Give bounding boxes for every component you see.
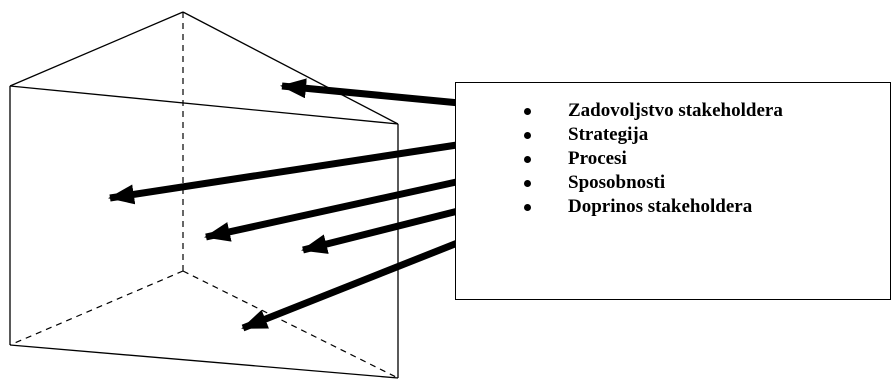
legend-item: Procesi — [456, 147, 890, 171]
arrow-procesi — [204, 175, 471, 242]
bullet-icon — [524, 204, 531, 211]
prism-hidden-edge-bottom-left — [9, 270, 184, 346]
prism-hidden-edge-bottom-right — [182, 270, 399, 379]
arrow-strategija — [108, 139, 471, 205]
legend-item: Sposobnosti — [456, 171, 890, 195]
bullet-icon — [524, 180, 531, 187]
prism-edge-top-front — [9, 85, 399, 125]
legend-item-label: Strategija — [568, 124, 649, 145]
prism-edge-top-left — [9, 11, 184, 87]
legend-item-label: Procesi — [568, 148, 627, 169]
prism-edge-bottom-front — [9, 344, 399, 379]
legend-item-label: Sposobnosti — [568, 172, 666, 193]
arrow-sposobnosti — [301, 204, 471, 254]
legend-box: Zadovoljstvo stakeholdera Strategija Pro… — [455, 82, 891, 300]
bullet-icon — [524, 156, 531, 163]
arrow-zadovoljstvo — [280, 78, 471, 108]
bullet-icon — [524, 108, 531, 115]
legend-list: Zadovoljstvo stakeholdera Strategija Pro… — [456, 99, 890, 219]
legend-item-label: Zadovoljstvo stakeholdera — [568, 100, 783, 121]
legend-item-label: Doprinos stakeholdera — [568, 196, 753, 217]
prism-edge-top-right — [182, 11, 399, 125]
bullet-icon — [524, 132, 531, 139]
arrow-doprinos — [241, 234, 472, 332]
legend-item: Strategija — [456, 123, 890, 147]
legend-item: Zadovoljstvo stakeholdera — [456, 99, 890, 123]
legend-item: Doprinos stakeholdera — [456, 195, 890, 219]
